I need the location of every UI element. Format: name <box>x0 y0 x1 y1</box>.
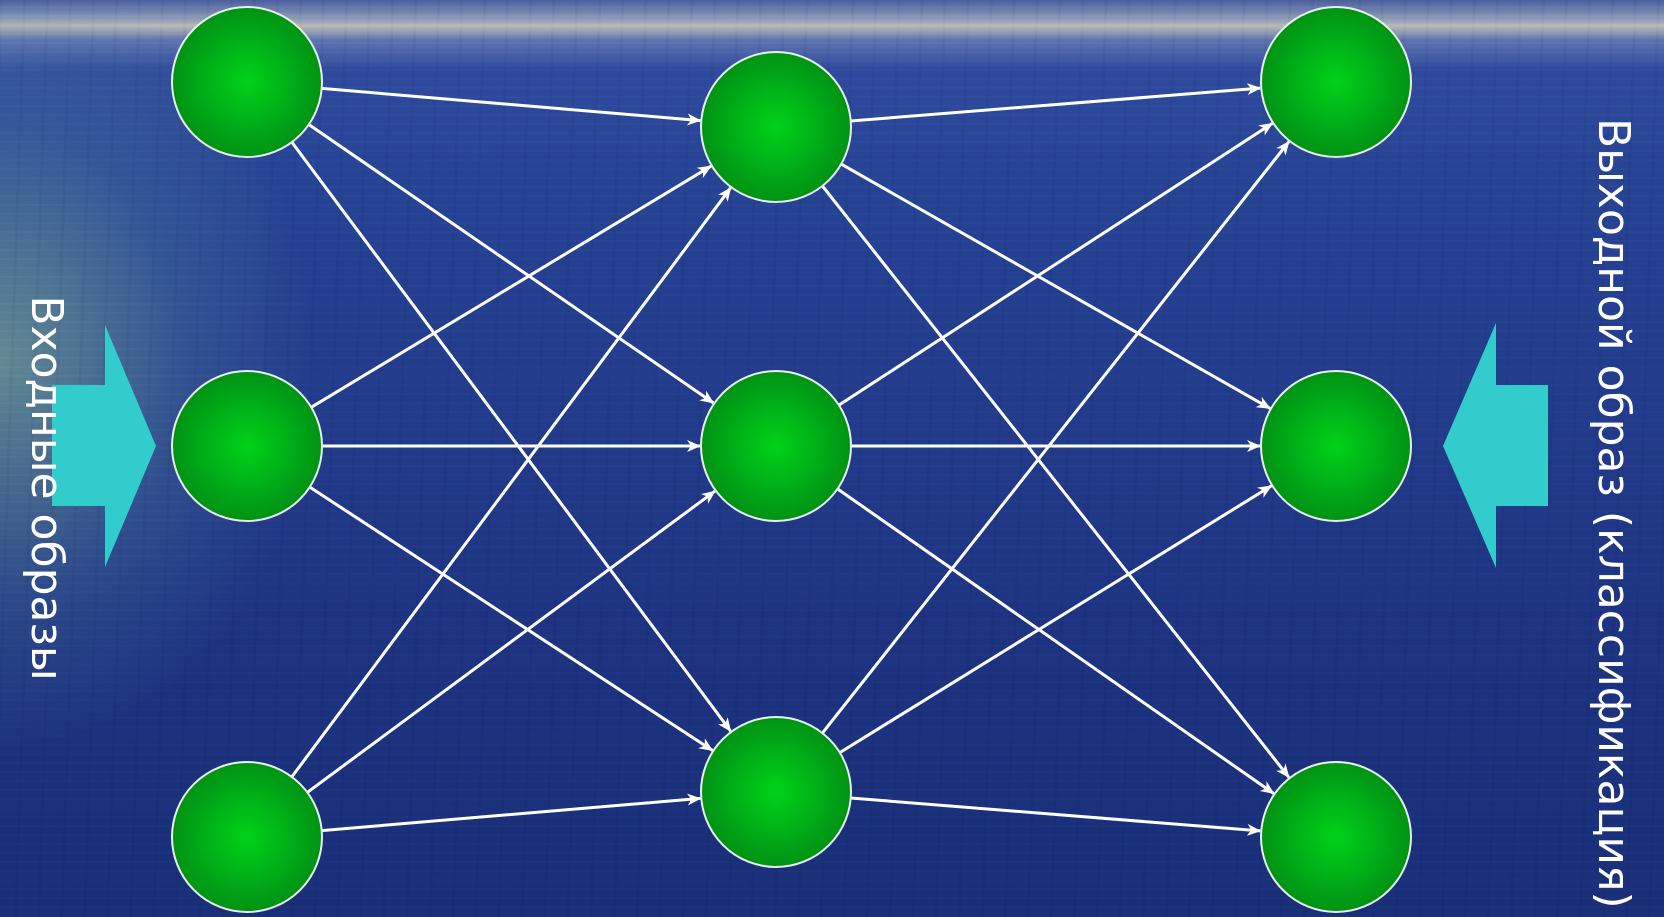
input-arrow-shape <box>52 325 156 567</box>
connection-arrow-input-2-to-hidden-3 <box>308 485 714 752</box>
input-node-3 <box>171 761 323 913</box>
hidden-node-1 <box>700 51 852 203</box>
connection-arrow-input-1-to-hidden-1 <box>321 86 702 126</box>
hidden-node-2 <box>700 370 852 522</box>
connection-arrow-hidden-1-to-output-1 <box>850 83 1262 123</box>
output-node-1 <box>1260 6 1412 158</box>
connection-arrow-input-3-to-hidden-2 <box>306 489 716 794</box>
input-images-label: Входные образы <box>21 295 72 681</box>
hidden-node-3 <box>700 716 852 868</box>
output-node-2 <box>1260 370 1412 522</box>
connection-arrow-hidden-3-to-output-2 <box>839 484 1273 754</box>
connection-arrow-input-3-to-hidden-1 <box>290 187 732 778</box>
connection-arrow-hidden-3-to-output-3 <box>850 796 1262 836</box>
connection-arrow-input-3-to-hidden-3 <box>321 793 702 833</box>
output-image-classification-label: Выходной образ (классификация) <box>1588 118 1639 909</box>
connection-arrow-hidden-1-to-output-2 <box>840 162 1271 410</box>
connection-arrow-input-1-to-hidden-3 <box>290 141 732 732</box>
output-node-3 <box>1260 761 1412 913</box>
connection-edges <box>290 83 1291 836</box>
connection-arrow-hidden-3-to-output-1 <box>821 140 1291 735</box>
connection-arrow-input-1-to-hidden-2 <box>307 123 715 405</box>
input-node-1 <box>171 6 323 158</box>
output-arrow-shape <box>1443 323 1548 568</box>
network-nodes <box>171 6 1412 913</box>
connection-arrow-hidden-1-to-output-3 <box>821 184 1291 779</box>
connection-arrow-hidden-2-to-output-1 <box>838 122 1274 407</box>
connection-arrow-input-2-to-hidden-1 <box>310 164 712 409</box>
input-node-2 <box>171 370 323 522</box>
connection-arrow-hidden-2-to-output-3 <box>836 487 1275 795</box>
